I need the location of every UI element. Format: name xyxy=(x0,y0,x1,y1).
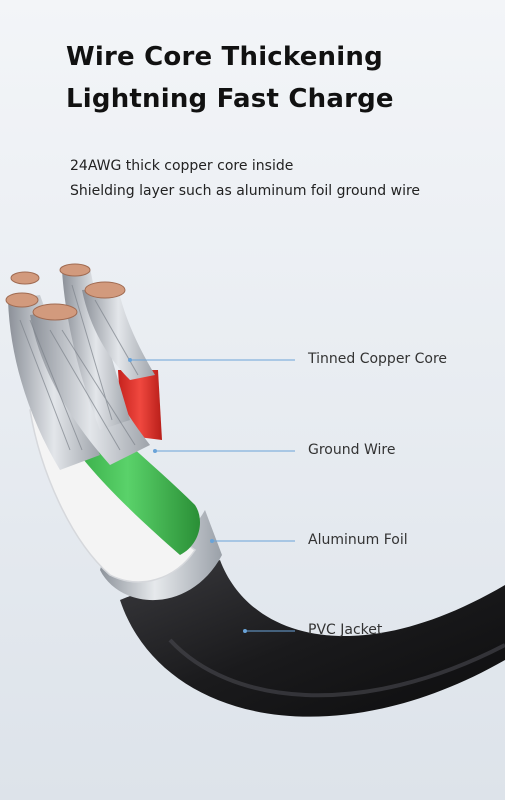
callout-label-ground-wire: Ground Wire xyxy=(308,442,396,458)
callout-label-pvc-jacket: PVC Jacket xyxy=(308,622,383,638)
callout-lines xyxy=(130,359,295,632)
headline: Wire Core Thickening Lightning Fast Char… xyxy=(66,36,486,120)
callout-dots xyxy=(128,358,247,633)
description-line-2: Shielding layer such as aluminum foil gr… xyxy=(70,183,421,199)
copper-strand-bundles xyxy=(8,268,155,470)
headline-line-2: Lightning Fast Charge xyxy=(66,84,394,114)
callout-label-tinned-copper-core: Tinned Copper Core xyxy=(308,351,448,367)
description-line-1: 24AWG thick copper core inside xyxy=(70,158,294,174)
copper-strand-ends xyxy=(5,263,126,321)
pvc-jacket-shape xyxy=(120,560,505,717)
callout-label-aluminum-foil: Aluminum Foil xyxy=(308,532,408,548)
description: 24AWG thick copper core inside Shielding… xyxy=(70,154,490,204)
headline-line-1: Wire Core Thickening xyxy=(66,42,383,72)
